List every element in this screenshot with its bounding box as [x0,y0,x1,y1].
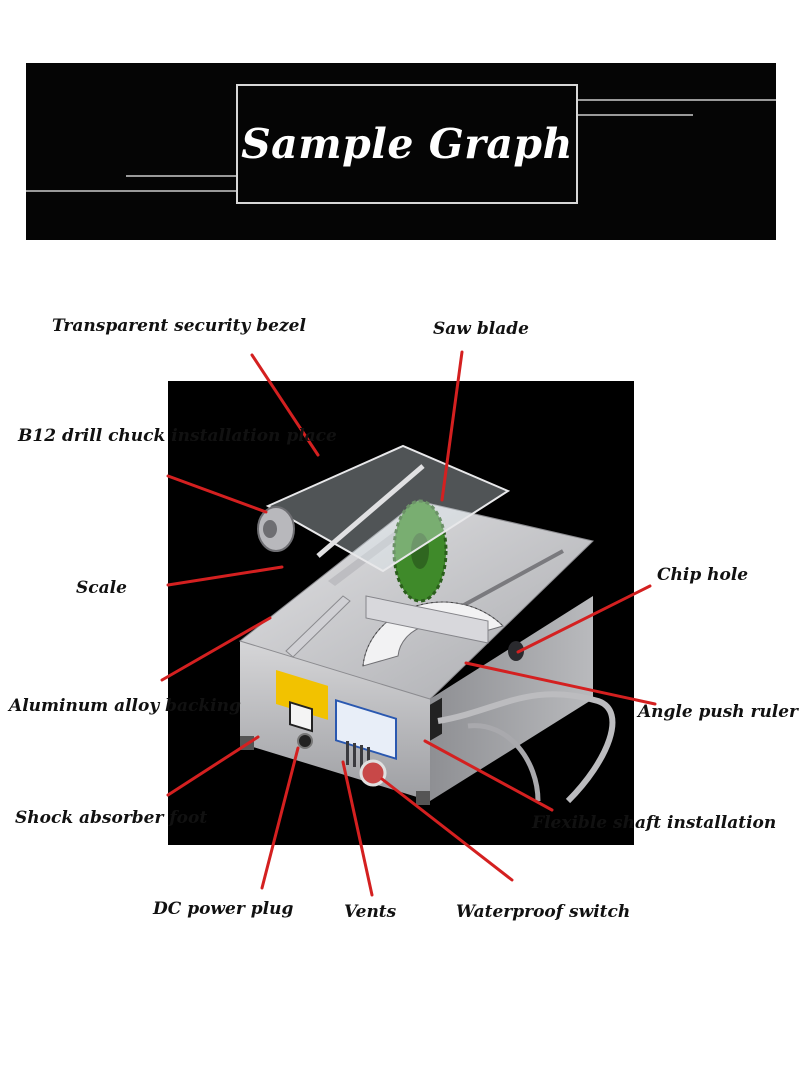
table-groove [452,549,564,613]
label-shock-foot: Shock absorber foot [15,808,208,828]
waterproof-switch [359,759,387,787]
label-vents: Vents [344,902,397,922]
title-banner: Sample Graph [26,63,776,240]
label-drill-chuck: B12 drill chuck installation place [18,426,337,446]
qr-code [289,700,313,733]
banner-line-left [26,190,236,192]
spec-label [335,699,397,761]
product-photo [168,381,634,845]
label-flex-shaft: Flexible shaft installation [532,813,777,833]
table-saw-illustration [238,444,616,805]
title-frame: Sample Graph [236,84,578,204]
label-dc-plug: DC power plug [153,899,294,919]
label-bezel: Transparent security bezel [52,316,306,336]
label-saw-blade: Saw blade [433,319,529,339]
shock-foot-right [416,791,430,805]
dc-plug [297,733,313,749]
banner-line-right-short [578,114,693,116]
banner-title: Sample Graph [241,120,573,168]
chip-hole [508,641,524,661]
shock-foot-left [240,736,254,750]
vents-grille [346,741,370,771]
fence-rail [285,595,351,658]
label-angle-ruler: Angle push ruler [638,702,798,722]
banner-line-right [578,99,776,101]
label-chip-hole: Chip hole [657,565,749,585]
label-switch: Waterproof switch [456,902,631,922]
shaft-socket [430,697,442,741]
push-ruler-bar [365,595,489,644]
banner-line-left-short [126,175,236,177]
label-scale: Scale [76,578,127,598]
label-backing: Aluminum alloy backing [9,696,241,716]
